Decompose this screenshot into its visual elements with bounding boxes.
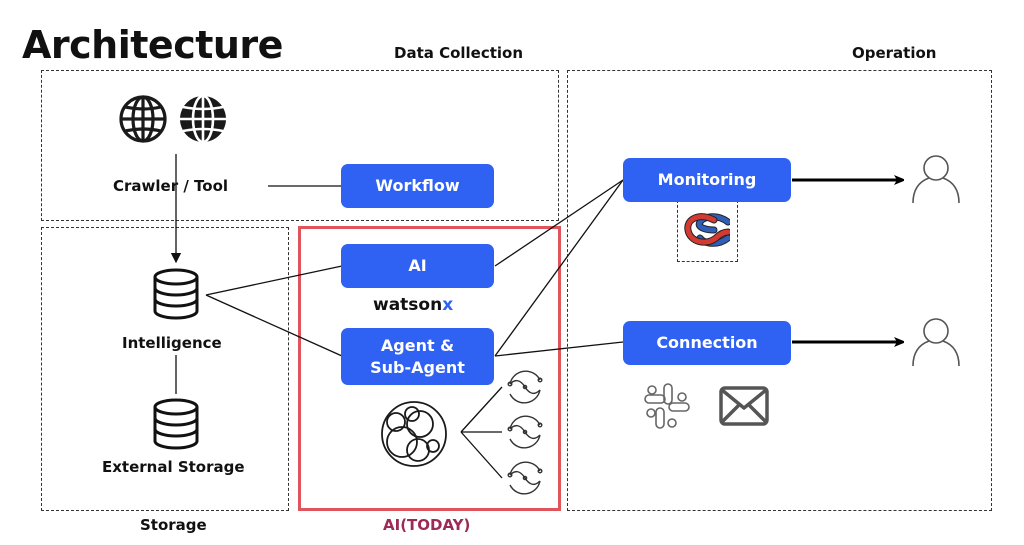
globe-filled-icon bbox=[180, 94, 226, 144]
watsonx-logo-x: x bbox=[442, 295, 454, 315]
crawler-tool-label: Crawler / Tool bbox=[113, 177, 229, 195]
workflow-node[interactable]: Workflow bbox=[341, 164, 494, 208]
agent-network-icon bbox=[381, 401, 447, 467]
watsonx-logo-text: watson bbox=[373, 295, 443, 315]
operation-group bbox=[567, 70, 992, 511]
ai-node[interactable]: AI bbox=[341, 244, 494, 288]
external-storage-label: External Storage bbox=[102, 458, 245, 476]
user-icon bbox=[912, 318, 960, 367]
agent-node[interactable]: Agent & Sub-Agent bbox=[341, 328, 494, 385]
user-icon bbox=[912, 155, 960, 204]
connection-node-label: Connection bbox=[656, 333, 758, 352]
section-label-operation: Operation bbox=[852, 44, 937, 62]
data-collection-group bbox=[41, 70, 559, 221]
section-label-ai-today: AI(TODAY) bbox=[383, 516, 471, 534]
mail-icon bbox=[719, 386, 769, 426]
connection-node[interactable]: Connection bbox=[623, 321, 791, 365]
page-title: Architecture bbox=[22, 23, 283, 67]
sub-agent-icon bbox=[507, 370, 543, 404]
database-icon bbox=[153, 268, 199, 320]
section-label-data-collection: Data Collection bbox=[394, 44, 524, 62]
sub-agent-icon bbox=[507, 461, 543, 495]
slack-icon bbox=[644, 383, 690, 429]
sub-agent-icon bbox=[507, 415, 543, 449]
monitoring-node-label: Monitoring bbox=[657, 170, 757, 189]
globe-outline-icon bbox=[119, 95, 167, 143]
intelligence-label: Intelligence bbox=[122, 334, 222, 352]
external-storage-database-icon bbox=[153, 398, 199, 450]
storage-group bbox=[41, 227, 289, 511]
workflow-node-label: Workflow bbox=[375, 176, 460, 195]
watsonx-logo: watsonx bbox=[373, 295, 453, 315]
agent-node-label-line1: Agent & bbox=[380, 335, 455, 355]
agent-node-label-line2: Sub-Agent bbox=[370, 357, 465, 377]
ai-today-group bbox=[298, 226, 561, 511]
knot-icon bbox=[684, 213, 730, 247]
section-label-storage: Storage bbox=[140, 516, 207, 534]
ai-node-label: AI bbox=[408, 256, 427, 275]
monitoring-node[interactable]: Monitoring bbox=[623, 158, 791, 202]
